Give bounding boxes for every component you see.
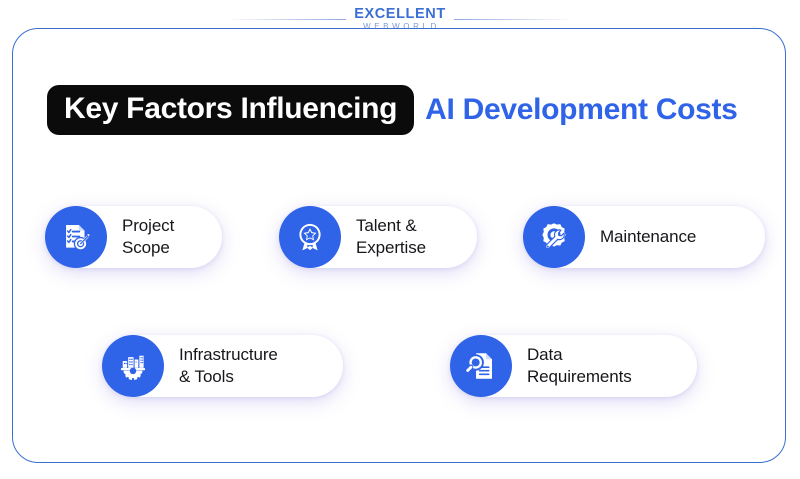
factor-card-maintenance[interactable]: Maintenance bbox=[523, 206, 765, 268]
title-highlight-badge: Key Factors Influencing bbox=[47, 85, 415, 135]
star-award-badge-icon bbox=[279, 206, 341, 268]
content-frame-border bbox=[12, 28, 786, 463]
factor-card-label: Infrastructure & Tools bbox=[179, 345, 278, 386]
buildings-gear-icon bbox=[102, 335, 164, 397]
logo-primary-text: EXCELLENT bbox=[354, 5, 446, 22]
factor-card-project-scope[interactable]: Project Scope bbox=[45, 206, 222, 268]
factor-card-talent-expertise[interactable]: Talent & Expertise bbox=[279, 206, 477, 268]
factor-card-label: Talent & Expertise bbox=[356, 216, 426, 257]
document-magnifier-icon bbox=[450, 335, 512, 397]
logo-rule-left bbox=[226, 18, 347, 20]
page-title: Key Factors Influencing AI Development C… bbox=[47, 85, 738, 135]
checklist-target-icon bbox=[45, 206, 107, 268]
factor-card-infrastructure-tools[interactable]: Infrastructure & Tools bbox=[102, 335, 343, 397]
factor-card-data-requirements[interactable]: Data Requirements bbox=[450, 335, 697, 397]
title-accent-text: AI Development Costs bbox=[425, 93, 738, 126]
gear-wrench-icon bbox=[523, 206, 585, 268]
factor-card-label: Project Scope bbox=[122, 216, 175, 257]
factor-card-label: Data Requirements bbox=[527, 345, 632, 386]
factor-card-label: Maintenance bbox=[600, 227, 697, 247]
logo-rule-right bbox=[453, 18, 574, 20]
